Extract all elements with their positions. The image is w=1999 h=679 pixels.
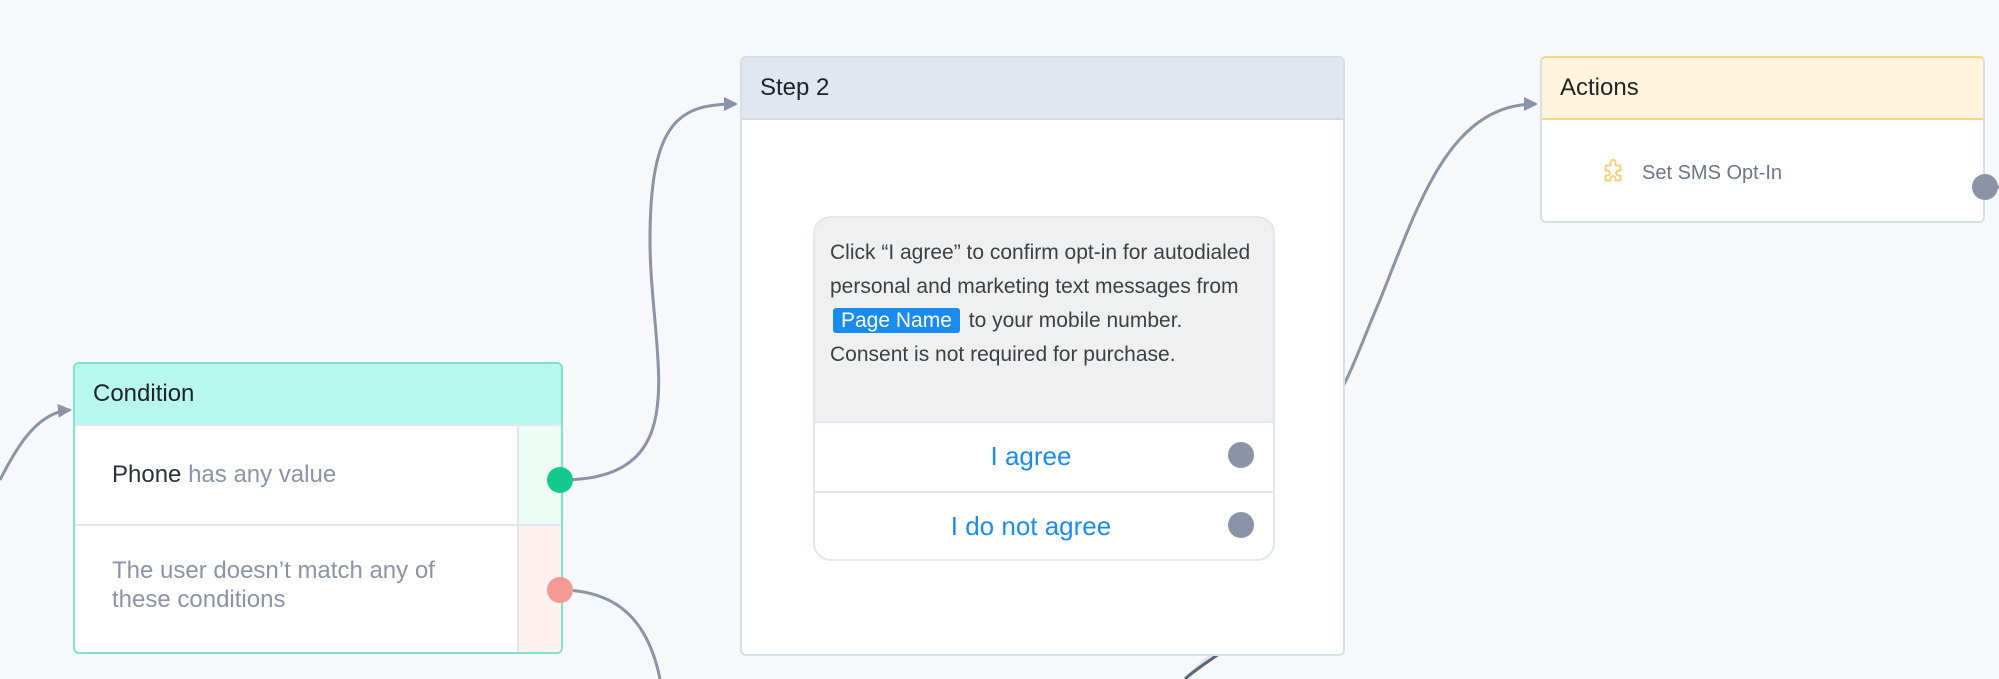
actions-header[interactable]: Actions xyxy=(1542,58,1983,120)
condition-operator: has any value xyxy=(188,461,337,488)
disagree-button-label: I do not agree xyxy=(950,511,1112,541)
disagree-port[interactable] xyxy=(1228,512,1254,538)
connector-condition-to-step xyxy=(559,97,738,482)
condition-title: Condition xyxy=(93,380,195,407)
message-card[interactable]: Click “I agree” to confirm opt-in for au… xyxy=(813,216,1275,561)
condition-fallback-row[interactable]: The user doesn’t match any of these cond… xyxy=(75,524,561,652)
action-set-sms-opt-in[interactable]: Set SMS Opt-In xyxy=(1598,158,1782,188)
actions-title: Actions xyxy=(1560,74,1639,101)
condition-match-port[interactable] xyxy=(547,467,573,493)
puzzle-icon xyxy=(1604,158,1622,182)
condition-header[interactable]: Condition xyxy=(75,364,561,426)
agree-port[interactable] xyxy=(1228,442,1254,468)
actions-out-port[interactable] xyxy=(1972,174,1998,200)
message-text-after: to your mobile number. Consent is not re… xyxy=(830,309,1183,366)
condition-rule-text: Phone has any value xyxy=(112,460,451,489)
message-text-before: Click “I agree” to confirm opt-in for au… xyxy=(830,241,1251,298)
condition-rule-row[interactable]: Phone has any value xyxy=(75,424,561,524)
step-header[interactable]: Step 2 xyxy=(742,58,1343,120)
connector-condition-fallback xyxy=(559,588,662,679)
condition-fallback-port[interactable] xyxy=(547,577,573,603)
disagree-button[interactable]: I do not agree xyxy=(815,491,1273,559)
message-text: Click “I agree” to confirm opt-in for au… xyxy=(815,218,1273,421)
step-node[interactable]: Step 2 Click “I agree” to confirm opt-in… xyxy=(740,56,1345,656)
step-title: Step 2 xyxy=(760,74,830,101)
condition-field: Phone xyxy=(112,461,182,488)
agree-button[interactable]: I agree xyxy=(815,421,1273,491)
condition-fallback-text: The user doesn’t match any of these cond… xyxy=(112,557,435,613)
agree-button-label: I agree xyxy=(990,441,1072,471)
page-name-chip: Page Name xyxy=(833,308,960,333)
actions-node[interactable]: Actions Set SMS Opt-In xyxy=(1540,56,1985,223)
action-label: Set SMS Opt-In xyxy=(1642,161,1783,184)
connector-incoming-condition xyxy=(0,403,72,481)
condition-node[interactable]: Condition Phone has any value The user d… xyxy=(73,362,563,654)
